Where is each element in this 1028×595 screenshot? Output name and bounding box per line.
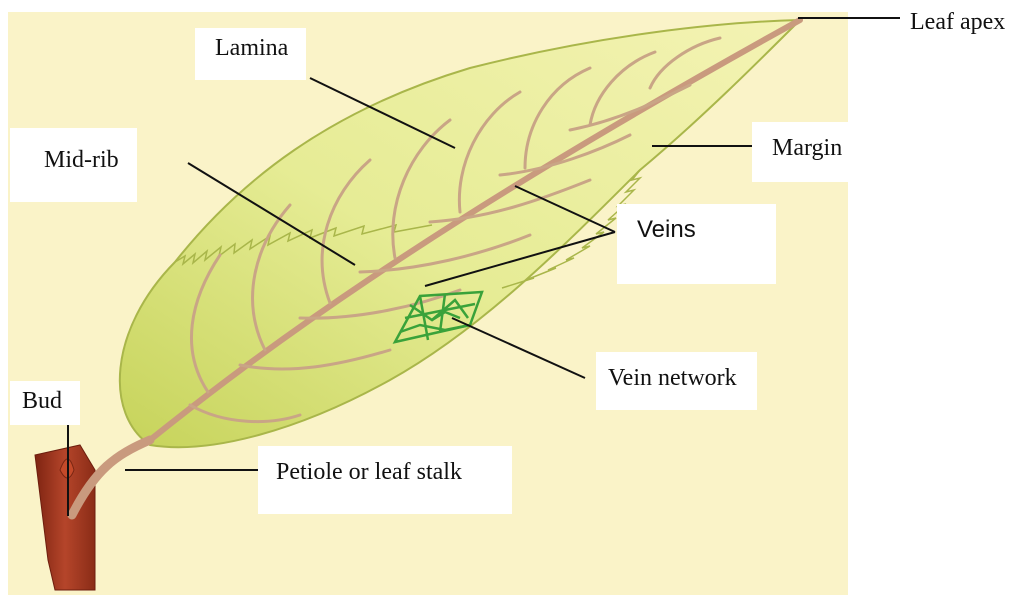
label-petiole: Petiole or leaf stalk: [258, 446, 512, 514]
label-lamina: Lamina: [195, 28, 306, 80]
label-bud: Bud: [10, 381, 80, 425]
label-mid-rib: Mid-rib: [10, 128, 137, 202]
leader-vein-network: [452, 318, 585, 378]
label-veins: Veins: [617, 204, 776, 284]
label-leaf-apex: Leaf apex: [900, 4, 1015, 40]
label-margin: Margin: [752, 122, 854, 182]
label-vein-network: Vein network: [596, 352, 757, 410]
